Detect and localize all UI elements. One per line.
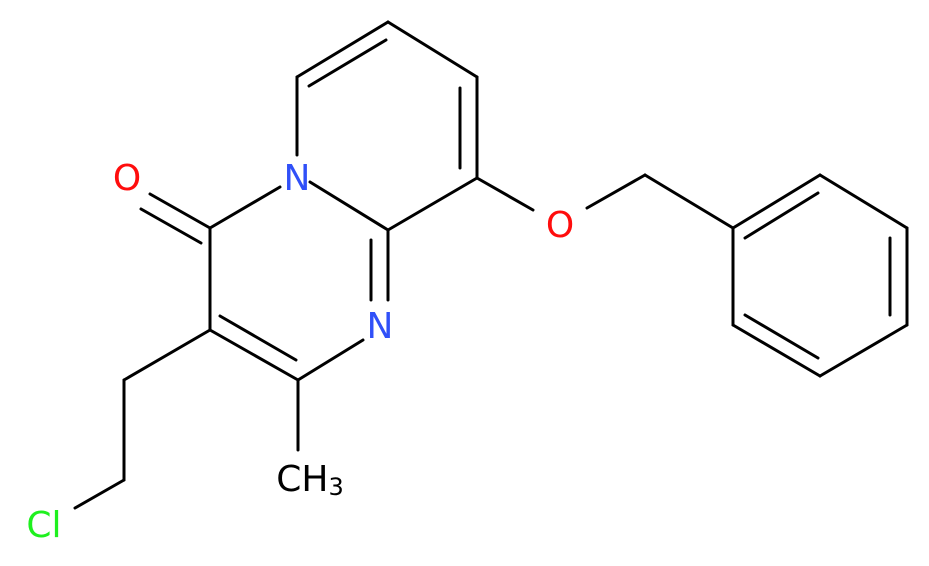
bond bbox=[731, 173, 822, 230]
bond bbox=[295, 20, 390, 79]
ether-oxygen-label: O bbox=[546, 205, 574, 246]
bond bbox=[208, 328, 300, 382]
bond bbox=[475, 176, 535, 212]
bond bbox=[818, 323, 909, 378]
bond bbox=[208, 185, 282, 230]
methyl-label-main: CH bbox=[276, 459, 328, 500]
bond bbox=[643, 173, 735, 230]
bond bbox=[148, 192, 212, 230]
methyl-label-subscript: 3 bbox=[328, 473, 343, 501]
bond-inner bbox=[307, 38, 388, 88]
bond-lines bbox=[73, 20, 909, 510]
imine-nitrogen-label: N bbox=[367, 306, 394, 347]
carbonyl-oxygen-label: O bbox=[113, 158, 141, 199]
ring-nitrogen-label: N bbox=[284, 158, 311, 199]
chlorine-label: Cl bbox=[26, 505, 61, 546]
bond bbox=[585, 173, 647, 210]
bond bbox=[139, 207, 203, 245]
atom-labels: O N N O Cl CH3 bbox=[26, 158, 574, 546]
bond-inner bbox=[218, 314, 298, 362]
bond-inner bbox=[743, 313, 820, 360]
bond bbox=[73, 478, 126, 510]
bond bbox=[296, 338, 365, 382]
bond bbox=[731, 323, 822, 378]
bond bbox=[818, 173, 909, 230]
methyl-label: CH3 bbox=[276, 459, 344, 501]
bond bbox=[386, 176, 479, 232]
bond bbox=[308, 180, 390, 232]
bond-inner bbox=[743, 191, 820, 240]
bond bbox=[386, 20, 479, 79]
bond bbox=[122, 328, 212, 382]
